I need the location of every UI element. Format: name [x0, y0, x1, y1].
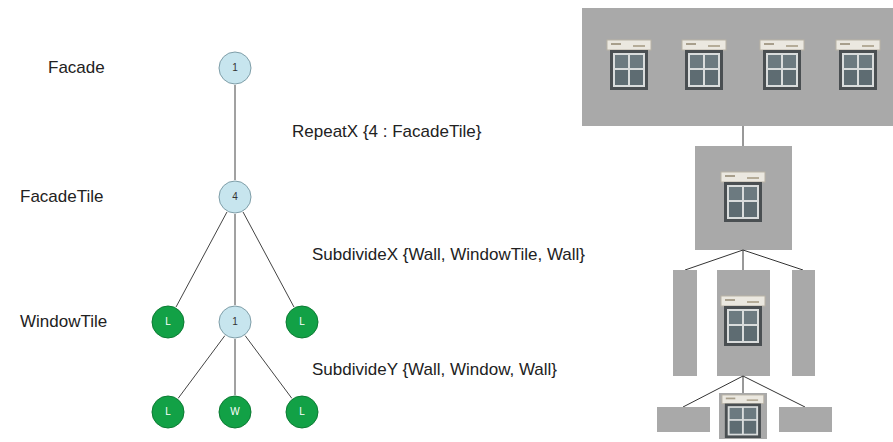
level-name: WindowTile — [20, 312, 107, 332]
tree-edge — [235, 214, 236, 305]
tree-node-circle: 1 — [218, 305, 252, 339]
node-label: 1 — [218, 305, 252, 339]
tree-edge — [245, 336, 292, 399]
tree-node-circle: 4 — [218, 180, 252, 214]
tree-node-circle: L — [151, 305, 185, 339]
rule-text: RepeatX {4 : FacadeTile} — [292, 122, 481, 142]
tree-edge — [235, 339, 236, 395]
node-label: L — [151, 305, 185, 339]
tree-node-circle: 1 — [218, 51, 252, 85]
rule-text: SubdivideY {Wall, Window, Wall} — [312, 360, 557, 380]
node-label: W — [218, 395, 252, 429]
node-label: L — [285, 395, 319, 429]
tree-edge — [176, 212, 227, 307]
level-name: Facade — [48, 58, 105, 78]
tree-edge — [235, 85, 236, 180]
tree-edge — [178, 336, 225, 399]
node-label: L — [151, 395, 185, 429]
node-label: 4 — [218, 180, 252, 214]
node-label: L — [285, 305, 319, 339]
rule-text: SubdivideX {Wall, WindowTile, Wall} — [312, 245, 585, 265]
tree-node-circle: L — [285, 395, 319, 429]
level-name: FacadeTile — [20, 187, 103, 207]
tree-edge — [243, 212, 294, 307]
tree-node-circle: L — [285, 305, 319, 339]
node-label: 1 — [218, 51, 252, 85]
tree-node-circle: W — [218, 395, 252, 429]
tree-node-circle: L — [151, 395, 185, 429]
